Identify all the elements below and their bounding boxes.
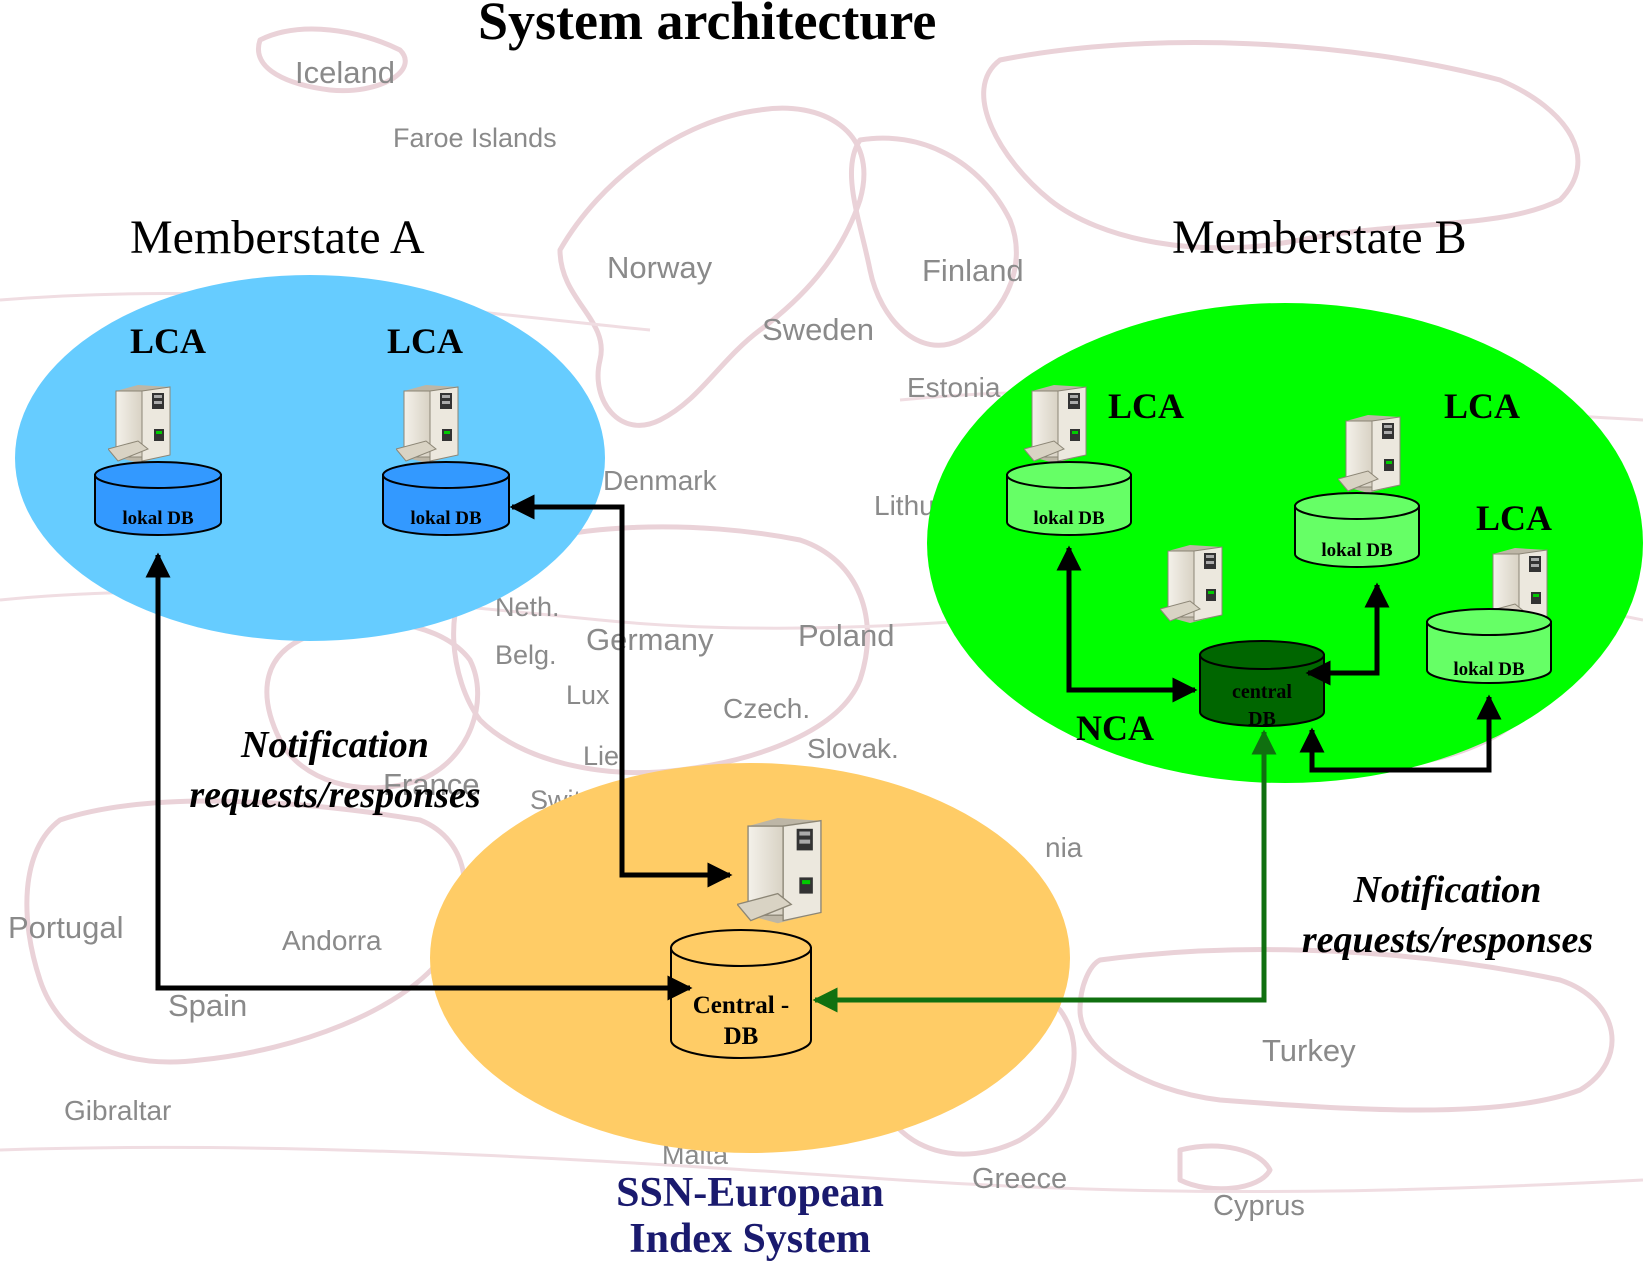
map-label-portugal: Portugal [8, 910, 124, 945]
central-db-b-label-line2: DB [1248, 708, 1276, 730]
ssn-label-line1: SSN-European [616, 1170, 884, 1216]
nca-label: NCA [1076, 708, 1154, 748]
lca-a2-label: LCA [387, 321, 464, 361]
memberstate-b-label: Memberstate B [1172, 211, 1467, 264]
arrow-a2-central [509, 494, 733, 888]
arrow-a1-central [145, 552, 693, 1001]
central-index-db-label-line1: Central - [692, 992, 790, 1019]
map-label-poland: Poland [798, 618, 895, 653]
map-label-gibraltar: Gibraltar [64, 1095, 172, 1126]
map-label-sweden: Sweden [762, 312, 875, 347]
notification-note-left-line2: requests/responses [189, 774, 481, 816]
lokal-db-a2-label: lokal DB [410, 508, 482, 529]
lokal-db-b3-cylinder [1426, 608, 1552, 684]
central-db-b-cylinder [1199, 640, 1325, 727]
central-server-icon [737, 818, 822, 924]
notification-note-right-line1: Notification [1353, 869, 1542, 911]
central-index-db-label-line2: DB [723, 1023, 759, 1050]
notification-note-right-line2: requests/responses [1301, 919, 1594, 961]
map-label-czech: Czech. [723, 693, 811, 724]
map-label-greece: Greece [972, 1163, 1068, 1195]
lca-a2-server-icon [396, 385, 459, 464]
arrow-b1-centraldb [1056, 545, 1198, 703]
memberstate-a-label: Memberstate A [130, 211, 425, 264]
ssn-index-system-label: SSN-European Index System [560, 1170, 940, 1262]
central-db-b-label: central DB [1200, 679, 1324, 733]
map-label-faroe-islands: Faroe Islands [393, 123, 557, 153]
nca-server-icon [1160, 545, 1223, 624]
map-label-denmark: Denmark [603, 465, 717, 496]
lca-a1-label: LCA [130, 321, 207, 361]
map-label-finland: Finland [922, 253, 1024, 288]
lca-b1-label: LCA [1108, 386, 1185, 426]
diagram-title: System architecture [478, 0, 937, 51]
memberstate-a-region [15, 275, 605, 641]
ssn-label-line2: Index System [629, 1216, 871, 1262]
central-index-db-cylinder [670, 929, 812, 1059]
lokal-db-a1-cylinder [94, 461, 222, 536]
lokal-db-b3-label: lokal DB [1453, 659, 1525, 680]
arrow-centraldb-index [812, 729, 1277, 1013]
map-label-norway: Norway [607, 250, 713, 285]
lca-b1-server-icon [1024, 385, 1087, 464]
arrow-b2-centraldb [1305, 582, 1390, 686]
map-label-cyprus: Cyprus [1213, 1190, 1305, 1222]
lca-b3-label: LCA [1476, 498, 1553, 538]
notification-note-right: Notification requests/responses [1275, 865, 1620, 965]
central-index-db-label: Central - DB [671, 990, 811, 1052]
arrow-b3-centraldb [1299, 694, 1502, 773]
lokal-db-b1-label: lokal DB [1033, 508, 1105, 529]
lokal-db-b2-cylinder [1294, 492, 1420, 568]
lokal-db-a2-cylinder [382, 461, 510, 536]
notification-note-left: Notification requests/responses [165, 720, 505, 820]
map-label-turkey: Turkey [1262, 1033, 1356, 1068]
central-db-b-label-line1: central [1232, 681, 1292, 703]
lca-b2-server-icon [1338, 415, 1401, 494]
lca-b2-label: LCA [1444, 386, 1521, 426]
lokal-db-a1-label: lokal DB [122, 508, 194, 529]
notification-note-left-line1: Notification [241, 724, 429, 766]
map-label-iceland: Iceland [295, 55, 395, 90]
map-label-estonia: Estonia [907, 372, 1001, 403]
lokal-db-b2-label: lokal DB [1321, 540, 1393, 561]
lca-a1-server-icon [108, 385, 171, 464]
lokal-db-b1-cylinder [1006, 461, 1132, 536]
map-label-lithuania: Lithu [874, 490, 935, 521]
